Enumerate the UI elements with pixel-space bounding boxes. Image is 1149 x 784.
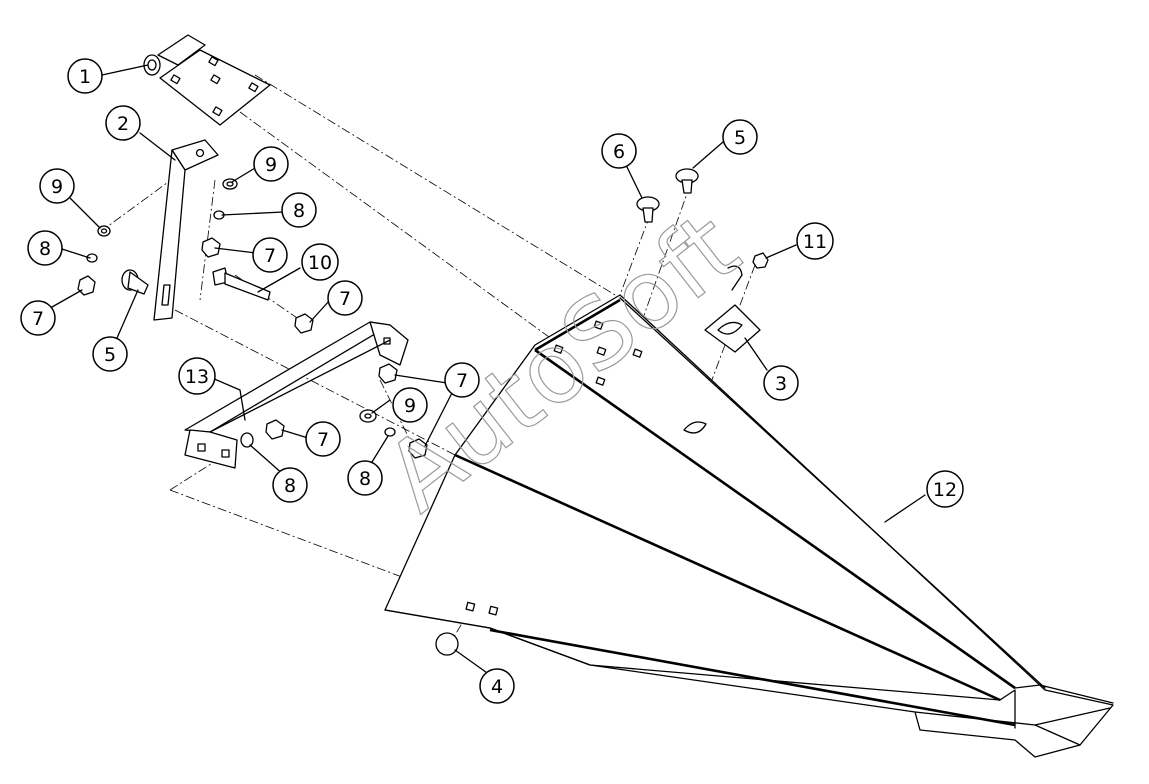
callout-2: 2 <box>105 105 141 141</box>
callout-label: 5 <box>734 127 746 149</box>
callout-label: 5 <box>104 344 116 366</box>
callout-label: 11 <box>803 231 827 253</box>
leader-lines <box>51 64 926 676</box>
bolt-part-10 <box>212 267 271 301</box>
callout-label: 8 <box>39 238 51 260</box>
callout-label: 9 <box>404 395 416 417</box>
callout-9-b: 9 <box>253 146 289 182</box>
callout-1: 1 <box>67 58 103 94</box>
callout-7-b: 7 <box>252 237 288 273</box>
callout-3: 3 <box>763 365 799 401</box>
callout-label: 3 <box>775 373 787 395</box>
callout-5-right: 5 <box>722 119 758 155</box>
callout-label: 10 <box>308 252 332 274</box>
callout-12: 12 <box>926 470 964 508</box>
callout-10: 10 <box>301 243 339 281</box>
callout-label: 13 <box>185 366 209 388</box>
callout-8-c: 8 <box>272 467 308 503</box>
callout-13: 13 <box>178 357 216 395</box>
callout-8-d: 8 <box>347 460 383 496</box>
callout-7-e: 7 <box>305 421 341 457</box>
carriage-bolts-part-5-6 <box>121 168 699 295</box>
callout-label: 8 <box>293 200 305 222</box>
callout-label: 7 <box>456 370 468 392</box>
rail-part-13 <box>184 321 409 469</box>
callout-9-c: 9 <box>392 387 428 423</box>
callout-label: 2 <box>117 113 129 135</box>
callout-label: 7 <box>32 308 44 330</box>
callout-8-b: 8 <box>281 192 317 228</box>
callout-label: 7 <box>339 288 351 310</box>
callout-7-d: 7 <box>444 362 480 398</box>
callout-7-a: 7 <box>20 300 56 336</box>
callout-label: 4 <box>491 676 503 698</box>
callout-label: 8 <box>284 475 296 497</box>
hardware-nuts-washers <box>77 178 769 656</box>
callout-6: 6 <box>601 133 637 169</box>
callout-label: 9 <box>51 176 63 198</box>
callout-label: 1 <box>79 66 91 88</box>
callout-4: 4 <box>479 668 515 704</box>
callout-8-a: 8 <box>27 230 63 266</box>
callout-label: 8 <box>359 468 371 490</box>
bracket-part-2 <box>153 139 219 321</box>
callout-11: 11 <box>796 222 834 260</box>
callout-label: 7 <box>317 429 329 451</box>
callout-label: 6 <box>613 141 625 163</box>
callout-label: 7 <box>264 245 276 267</box>
callout-label: 9 <box>265 154 277 176</box>
callout-7-c: 7 <box>327 280 363 316</box>
callout-label: 12 <box>933 479 957 501</box>
callout-5-left: 5 <box>92 336 128 372</box>
callout-9-a: 9 <box>39 168 75 204</box>
hinge-plate-part-1 <box>143 34 271 126</box>
main-chute-part-12 <box>384 294 1114 758</box>
